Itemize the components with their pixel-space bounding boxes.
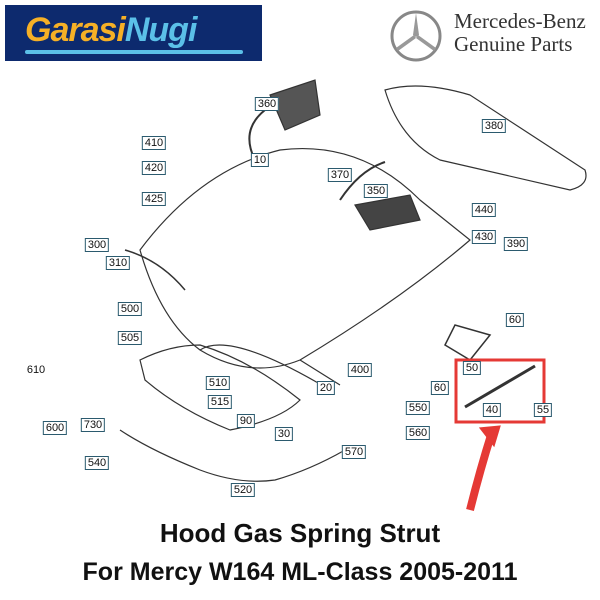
part-label: 510 bbox=[205, 376, 231, 390]
part-label: 410 bbox=[141, 136, 167, 150]
part-label: 50 bbox=[462, 361, 482, 375]
highlight-arrow-icon bbox=[478, 425, 501, 448]
product-subtitle: For Mercy W164 ML-Class 2005-2011 bbox=[82, 558, 518, 586]
part-label: 430 bbox=[471, 230, 497, 244]
grille-360 bbox=[269, 79, 321, 131]
garasinugi-logo: GarasiNugi bbox=[5, 5, 262, 61]
part-label: 55 bbox=[533, 403, 553, 417]
cable-520 bbox=[119, 429, 346, 482]
part-label: 500 bbox=[117, 302, 143, 316]
part-label: 520 bbox=[230, 483, 256, 497]
part-label: 420 bbox=[141, 161, 167, 175]
hood-outline bbox=[139, 147, 471, 369]
part-label: 610 bbox=[26, 364, 46, 376]
part-label: 20 bbox=[316, 381, 336, 395]
logo-text-2: Nugi bbox=[124, 11, 198, 49]
oem-line-1: Mercedes-Benz bbox=[454, 9, 586, 33]
part-label: 60 bbox=[430, 381, 450, 395]
part-label: 90 bbox=[236, 414, 256, 428]
part-label: 60 bbox=[505, 313, 525, 327]
part-label: 730 bbox=[80, 418, 106, 432]
part-label: 380 bbox=[481, 119, 507, 133]
part-label: 505 bbox=[117, 331, 143, 345]
part-label: 10 bbox=[250, 153, 270, 167]
part-label: 425 bbox=[141, 192, 167, 206]
part-label: 540 bbox=[84, 456, 110, 470]
part-label: 30 bbox=[274, 427, 294, 441]
part-label: 390 bbox=[503, 237, 529, 251]
part-label: 560 bbox=[405, 426, 431, 440]
part-label: 370 bbox=[327, 168, 353, 182]
mercedes-star-icon bbox=[390, 10, 442, 62]
part-label: 310 bbox=[105, 256, 131, 270]
vent-350 bbox=[354, 194, 421, 231]
highlight-box bbox=[454, 358, 546, 424]
product-title: Hood Gas Spring Strut bbox=[159, 518, 441, 548]
part-label: 550 bbox=[405, 401, 431, 415]
oem-line-2: Genuine Parts bbox=[454, 32, 573, 56]
hood-seal bbox=[139, 344, 301, 431]
part-label: 600 bbox=[42, 421, 68, 435]
part-label: 40 bbox=[482, 403, 502, 417]
part-label: 440 bbox=[471, 203, 497, 217]
part-label: 360 bbox=[254, 97, 280, 111]
gas-strut bbox=[464, 364, 536, 409]
air-duct-380 bbox=[384, 85, 587, 191]
part-label: 515 bbox=[207, 395, 233, 409]
part-label: 350 bbox=[363, 184, 389, 198]
part-label: 570 bbox=[341, 445, 367, 459]
part-label: 300 bbox=[84, 238, 110, 252]
logo-text-1: Garasi bbox=[25, 11, 126, 49]
part-label: 400 bbox=[347, 363, 373, 377]
